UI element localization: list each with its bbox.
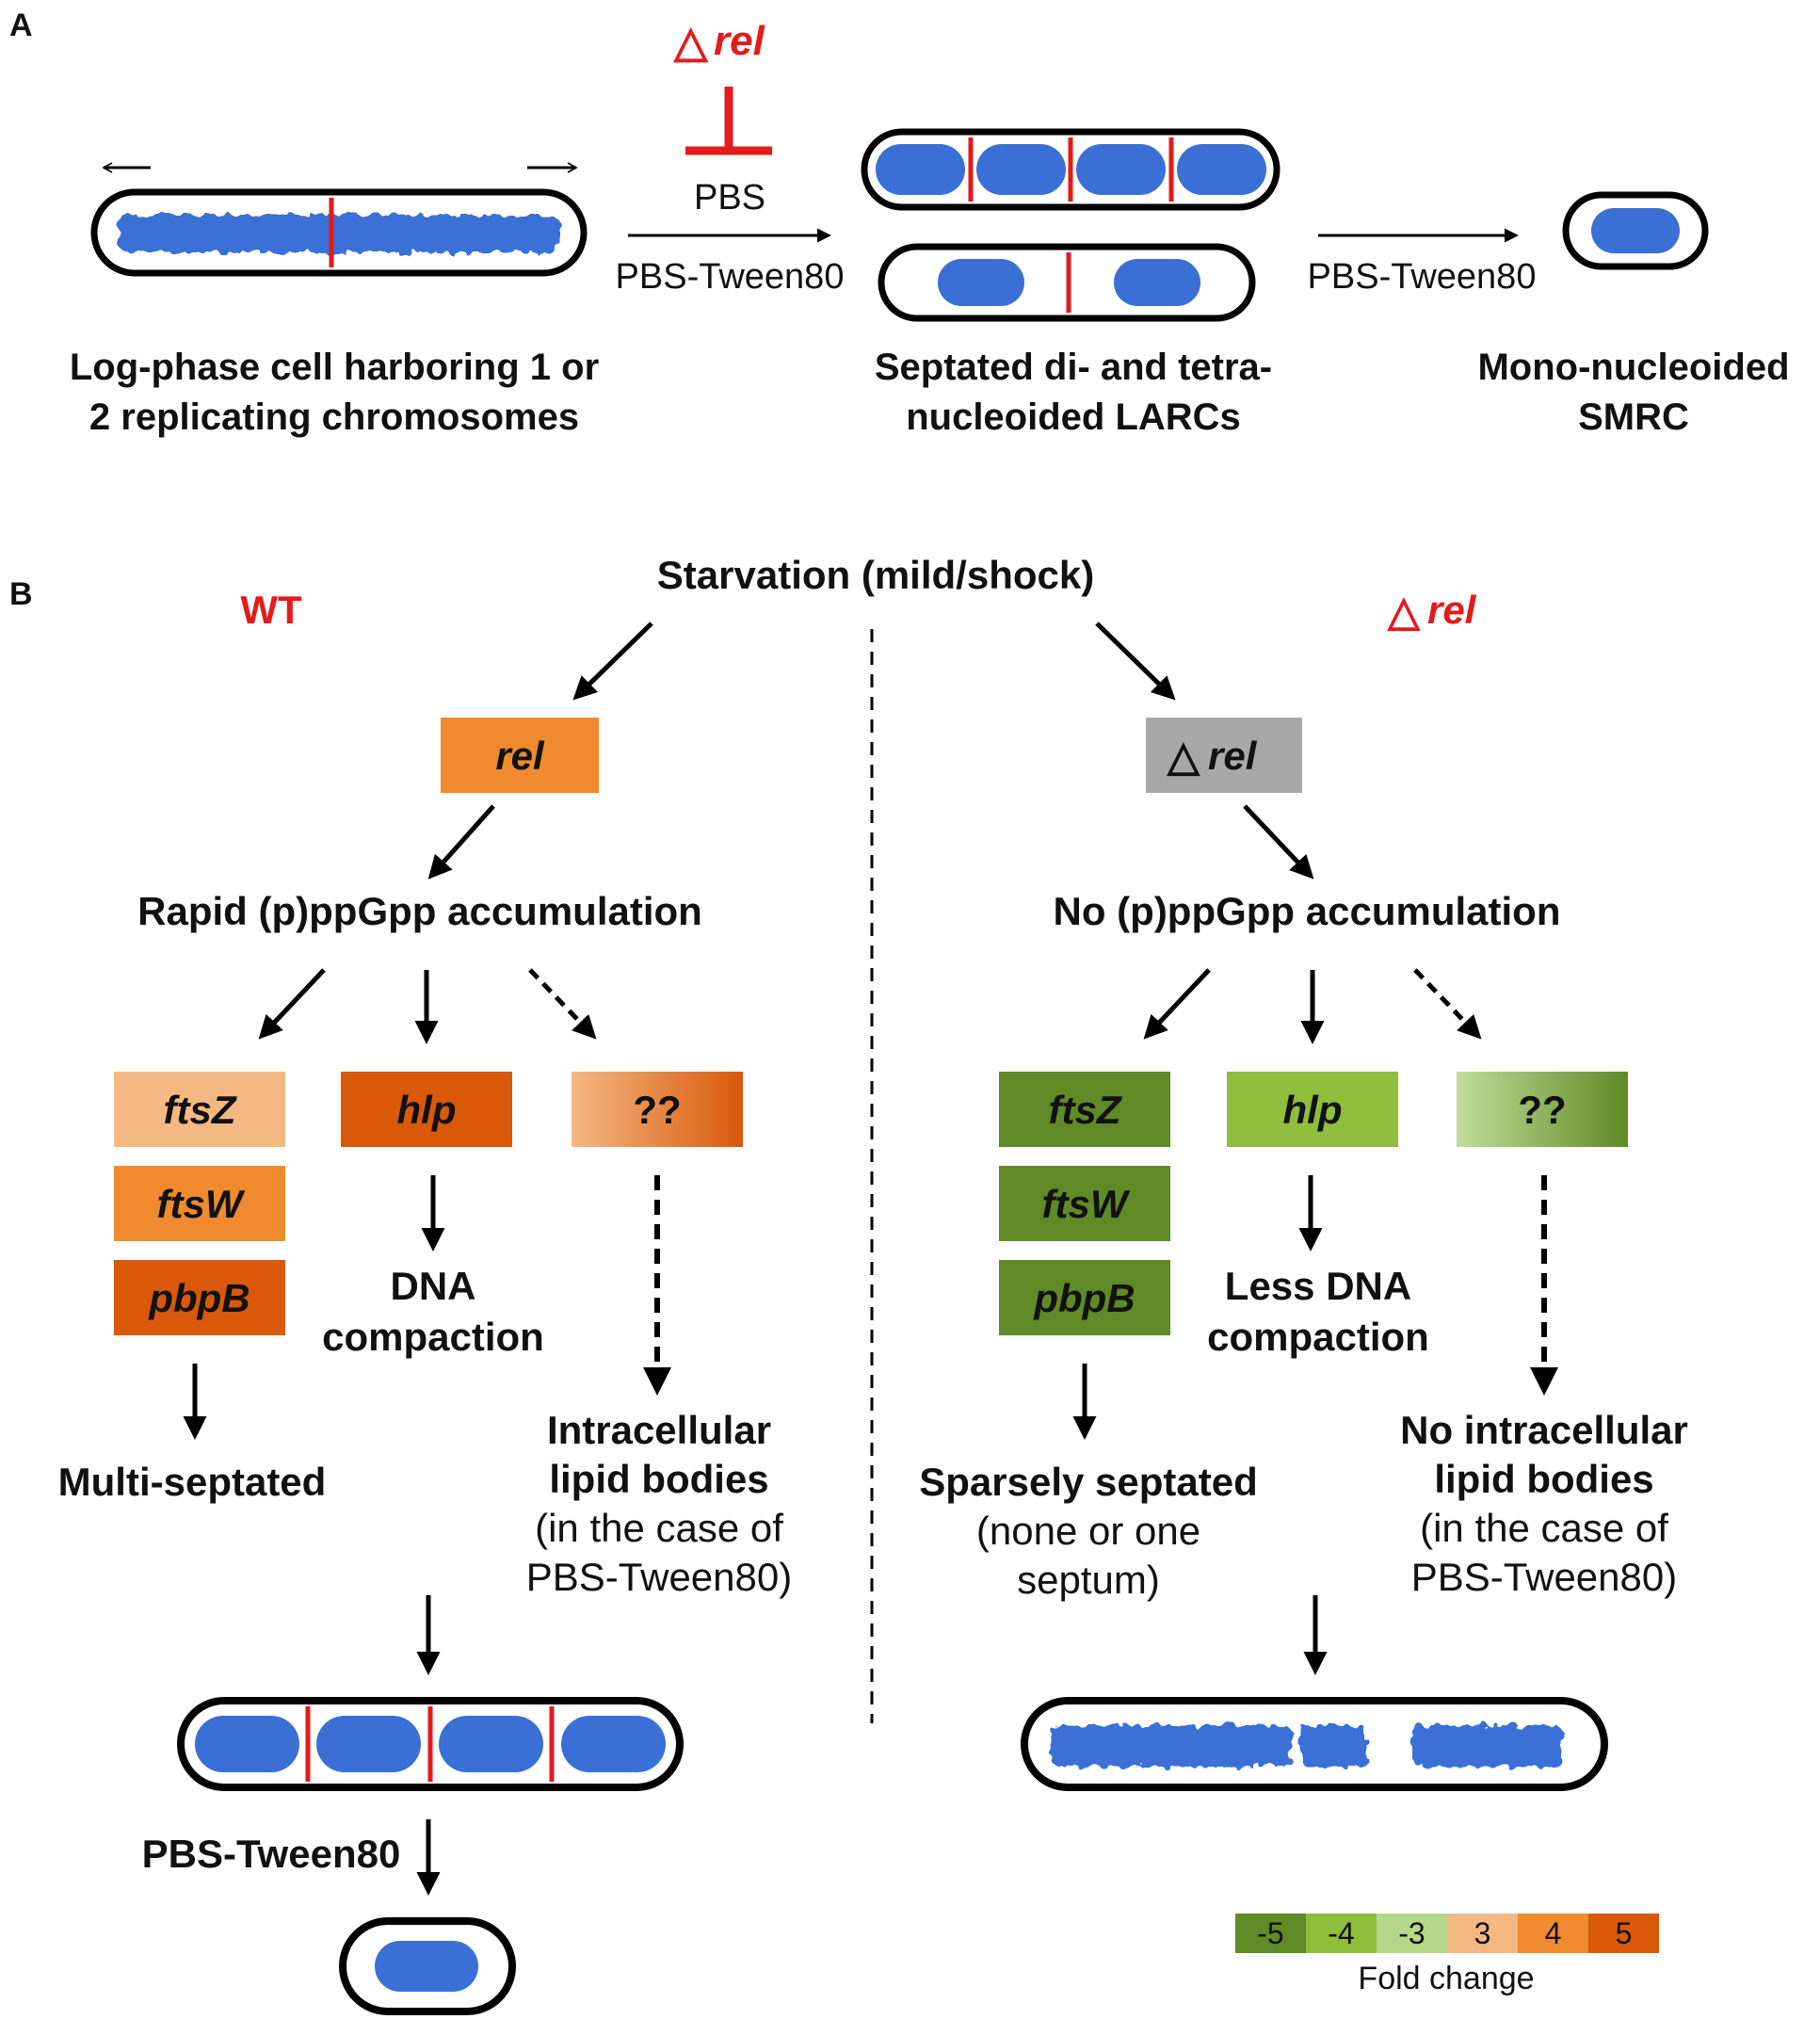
delta-rel-box [1146,718,1302,793]
treatment-pbs-tween: PBS-Tween80 [616,257,845,297]
tetra-nucleoided-cell [861,128,1280,211]
delta-rel-label: rel [714,18,765,64]
wt-unknown-label: ?? [633,1088,681,1132]
wt-smrc-cell [339,1917,516,2015]
mut-dna-1: Less DNA [1225,1264,1411,1308]
smrc-cell [1562,191,1709,270]
mut-lipid-2: lipid bodies [1434,1457,1653,1501]
rel-label: rel [495,734,545,778]
wt-dna-2: compaction [322,1315,544,1359]
wt-title: WT [240,588,302,632]
wt-septated-cell [177,1697,684,1791]
mutant-accumulation: No (p)ppGpp accumulation [1054,889,1561,933]
legend-swatch-label: 3 [1474,1916,1491,1950]
caption-larc-2: nucleoided LARCs [906,396,1241,438]
rel-box [441,718,599,793]
caption-log-phase-2: 2 replicating chromosomes [89,396,579,438]
starvation-title: Starvation (mild/shock) [657,553,1094,597]
mut-ftsw-box [999,1166,1170,1241]
arrow-icon [258,968,326,1040]
dashed-arrow-icon [528,968,597,1040]
legend-swatch-label: 5 [1616,1916,1633,1950]
mut-ftsz-label: ftsZ [1049,1088,1122,1132]
chromosome [118,215,560,252]
mut-pbpb-box [999,1260,1170,1335]
legend-title: Fold change [1358,1961,1534,1996]
delta-icon: △ [1387,589,1421,635]
delta-rel-inhibition: △ rel [672,17,772,155]
legend-swatch [1377,1914,1447,1953]
legend-swatch [1447,1914,1518,1953]
treatment-pbs: PBS [694,178,765,218]
wt-ftsw-label: ftsW [157,1182,246,1226]
wt-pbpb-label: pbpB [148,1276,250,1320]
mut-lipid-3: (in the case of [1420,1506,1668,1550]
caption-smrc-1: Mono-nucleoided [1477,347,1789,388]
mut-lipid-4: PBS-Tween80) [1411,1555,1677,1599]
caption-larc-1: Septated di- and tetra- [875,347,1272,388]
fold-change-legend: -5 -4 -3 3 4 5 Fold change [1235,1914,1659,1996]
wt-lipid-2: lipid bodies [549,1457,768,1501]
legend-swatch-label: 4 [1545,1916,1562,1950]
legend-swatch [1588,1914,1659,1953]
mut-ftsw-label: ftsW [1042,1182,1131,1226]
chromosome [1412,1725,1563,1767]
mut-lipid-1: No intracellular [1400,1408,1688,1452]
mut-dna-2: compaction [1207,1315,1429,1359]
mut-hlp-box [1227,1072,1398,1147]
arrow-icon [1143,968,1211,1040]
delta-rel-box-label: rel [1208,734,1258,778]
wt-lipid-4: PBS-Tween80) [526,1555,792,1599]
delta-icon: △ [1167,734,1200,780]
panel-b-label: B [9,576,33,612]
mut-septa-3: septum) [1017,1558,1160,1602]
wt-dna-1: DNA [391,1264,476,1308]
mut-ftsz-box [999,1072,1170,1147]
legend-swatch [1306,1914,1377,1953]
wt-ftsw-box [114,1166,285,1241]
mut-septa-2: (none or one [976,1509,1200,1553]
wt-ftsz-box [114,1072,285,1147]
mut-hlp-label: hlp [1283,1088,1343,1132]
wt-accumulation: Rapid (p)ppGpp accumulation [137,889,702,933]
chromosome [1051,1725,1292,1767]
wt-ftsz-label: ftsZ [164,1088,237,1132]
legend-swatch-label: -5 [1257,1916,1283,1950]
mut-unknown-box [1457,1072,1628,1147]
mutant-cell [1021,1697,1608,1791]
svg-text:rel: rel [1427,588,1477,632]
chromosome [1301,1725,1367,1767]
wt-pbpb-box [114,1260,285,1335]
arrow-icon [572,622,653,701]
caption-log-phase-1: Log-phase cell harboring 1 or [70,347,599,388]
arrow-icon [427,804,495,880]
wt-lipid-3: (in the case of [535,1506,783,1550]
wt-lipid-1: Intracellular [547,1408,771,1452]
legend-swatch [1518,1914,1588,1953]
mut-septa-1: Sparsely septated [919,1460,1258,1504]
legend-swatch-label: -3 [1398,1916,1425,1950]
wt-multi-septated: Multi-septated [58,1460,327,1504]
di-nucleoided-cell [878,243,1256,322]
mut-pbpb-label: pbpB [1033,1276,1135,1320]
wt-unknown-box [572,1072,743,1147]
mut-unknown-label: ?? [1518,1088,1566,1132]
wt-hlp-box [341,1072,512,1147]
wt-hlp-label: hlp [397,1088,457,1132]
dashed-arrow-icon [1413,968,1482,1040]
panel-a-label: A [9,8,33,43]
legend-swatch-label: -4 [1328,1916,1354,1950]
caption-smrc-2: SMRC [1578,396,1689,438]
arrow-icon [1095,622,1176,701]
wt-final-treatment: PBS-Tween80 [142,1832,401,1876]
arrow-icon [1243,804,1314,880]
log-phase-cell [90,162,588,277]
legend-swatch [1235,1914,1306,1953]
mutant-title: △ rel [1387,588,1477,635]
delta-icon: △ [672,17,709,66]
treatment-pbs-tween-2: PBS-Tween80 [1308,257,1537,297]
